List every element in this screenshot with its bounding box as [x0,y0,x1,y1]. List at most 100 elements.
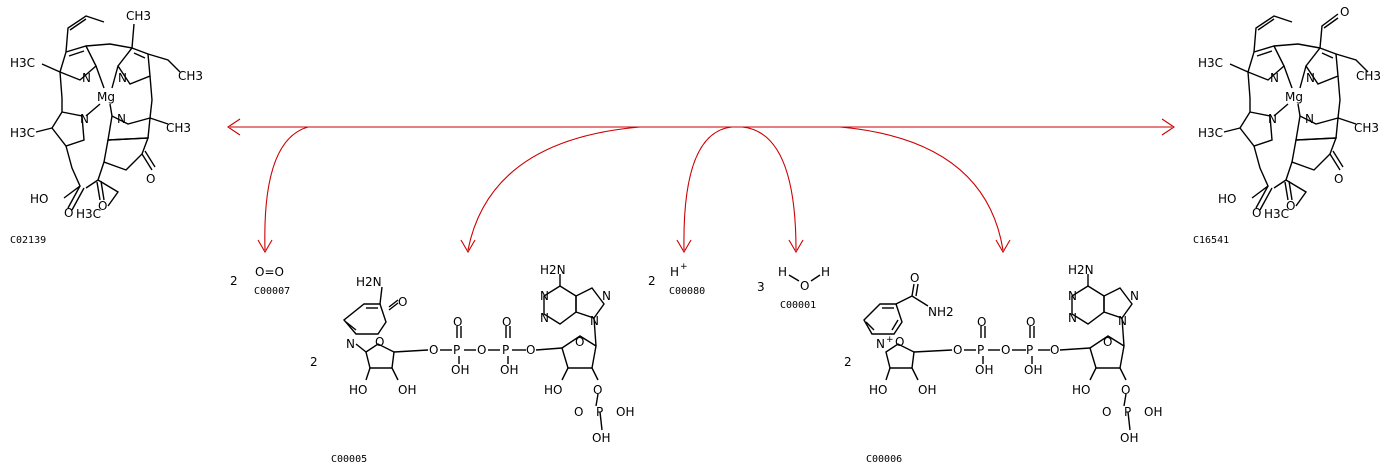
c00006-o-label: O [1050,343,1059,357]
nadph-coefficient: 2 [310,355,318,369]
arrowhead-nadp [995,239,1011,254]
c00005-o-label: O [398,295,407,309]
c16541-o-label: O [1252,206,1261,220]
c16541-h3c-label: H3C [1264,207,1289,221]
c00006-id[interactable]: C00006 [866,454,902,465]
arrowhead-nadph [460,239,476,254]
c00005-o-label: O [375,335,384,349]
c16541-n-label: N [1306,71,1315,85]
c00006-n-label: N [1130,289,1139,303]
arrow-to-oxygen [264,126,309,251]
c00005-o-label: O [593,383,602,397]
c02139-o-label: O [64,206,73,220]
compound-c00006: 2 [844,263,1162,465]
c02139-ch3-label: CH3 [126,9,151,23]
c00005-structure [342,274,605,431]
c00006-structure [863,274,1133,431]
c00006-oh-label: OH [975,363,993,377]
c16541-n-label: N [1268,112,1277,126]
c00005-o-label: O [429,343,438,357]
c00005-oh-label: OH [398,383,416,397]
proton-formula: H [670,265,679,279]
c00005-n-label: N [590,314,599,328]
c00006-p-label: P [1124,405,1131,419]
c00005-o-label: O [574,405,583,419]
c00005-o-label: O [453,315,462,329]
c00005-n-label: N [602,289,611,303]
water-coefficient: 3 [757,280,765,294]
c00005-p-label: P [453,343,460,357]
arrow-to-nadp [839,126,1004,251]
c00005-o-label: O [477,343,486,357]
c00006-nplus-label: + [886,335,894,345]
c00006-n-label: N [1068,311,1077,325]
c02139-h3c-label: H3C [10,56,35,70]
c02139-id[interactable]: C02139 [10,235,46,246]
c00006-nh2-label: NH2 [928,305,954,319]
c00006-oh-label: OH [1144,405,1162,419]
c16541-atom-labels: Mg N N N N H3C H3C H3C CH3 CH3 O O O O H… [1198,5,1381,221]
c02139-n-label: N [80,112,89,126]
c00006-oh-label: OH [1024,363,1042,377]
c00080-id[interactable]: C00080 [669,286,705,297]
nadp-coefficient: 2 [844,355,852,369]
c00006-ho-label: HO [869,383,887,397]
water-h-label: H [778,265,787,279]
c00005-o-label: O [575,335,584,349]
c02139-h3c-label: H3C [10,126,35,140]
c02139-o-label: O [146,172,155,186]
c02139-n-label: N [82,71,91,85]
c02139-o-label: O [98,199,107,213]
c00006-n-label: N [1118,314,1127,328]
arrowhead-right [1161,118,1175,136]
oxygen-formula: O=O [255,265,284,279]
c00006-o-label: O [910,271,919,285]
c16541-structure [1223,13,1369,211]
c16541-id[interactable]: C16541 [1193,235,1229,246]
c00006-o-label: O [895,335,904,349]
arrowhead-left [227,118,241,136]
c00006-oh-label: OH [1120,431,1138,445]
c16541-o-label: O [1334,172,1343,186]
c16541-mg-label: Mg [1285,90,1303,104]
c00005-n-label: N [540,289,549,303]
reaction-arrows [227,118,1175,254]
c00001-id[interactable]: C00001 [780,300,816,311]
c16541-ch3-label: CH3 [1356,69,1381,83]
c00005-oh-label: OH [500,363,518,377]
c16541-ch3-label: CH3 [1354,121,1379,135]
c16541-n-label: N [1305,112,1314,126]
c00005-atom-labels: H2N O N O HO OH O P O OH O P O OH O O HO… [346,263,634,445]
compound-c16541: Mg N N N N H3C H3C H3C CH3 CH3 O O O O H… [1193,5,1381,246]
c00006-n-label: N [876,337,885,351]
c02139-n-label: N [118,71,127,85]
arrowhead-water [788,239,804,254]
c00006-atom-labels: O NH2 N + O HO OH O P O OH O P O OH O O … [869,263,1162,445]
compound-c00007: 2 O=O C00007 [230,265,290,297]
compound-c00080: 2 H + C00080 [648,262,705,297]
c00005-p-label: P [596,405,603,419]
c00007-id[interactable]: C00007 [254,286,290,297]
water-o-label: O [800,279,809,293]
c16541-h3c-label: H3C [1198,56,1223,70]
c16541-h3c-label: H3C [1198,126,1223,140]
c00006-n-label: N [1068,289,1077,303]
c00006-h2n-label: H2N [1068,263,1094,277]
oxygen-coefficient: 2 [230,274,238,288]
c00006-o-label: O [1121,383,1130,397]
c02139-atom-labels: Mg N N N N H3C H3C H3C CH3 CH3 CH3 O O O… [10,9,203,221]
c00005-h2n-label: H2N [356,275,382,289]
arrowhead-proton [676,239,692,254]
c00005-id[interactable]: C00005 [331,454,367,465]
c16541-n-label: N [1270,71,1279,85]
c00006-o-label: O [1001,343,1010,357]
c16541-ho-label: HO [1218,192,1236,206]
compound-c00001: 3 H O H C00001 [757,265,830,311]
c00005-o-label: O [502,315,511,329]
c00005-n-label: N [346,337,355,351]
c00006-o-label: O [1103,335,1112,349]
compound-c02139: Mg N N N N H3C H3C H3C CH3 CH3 CH3 O O O… [10,9,203,246]
c00005-oh-label: OH [592,431,610,445]
c00006-o-label: O [977,315,986,329]
c00005-p-label: P [502,343,509,357]
